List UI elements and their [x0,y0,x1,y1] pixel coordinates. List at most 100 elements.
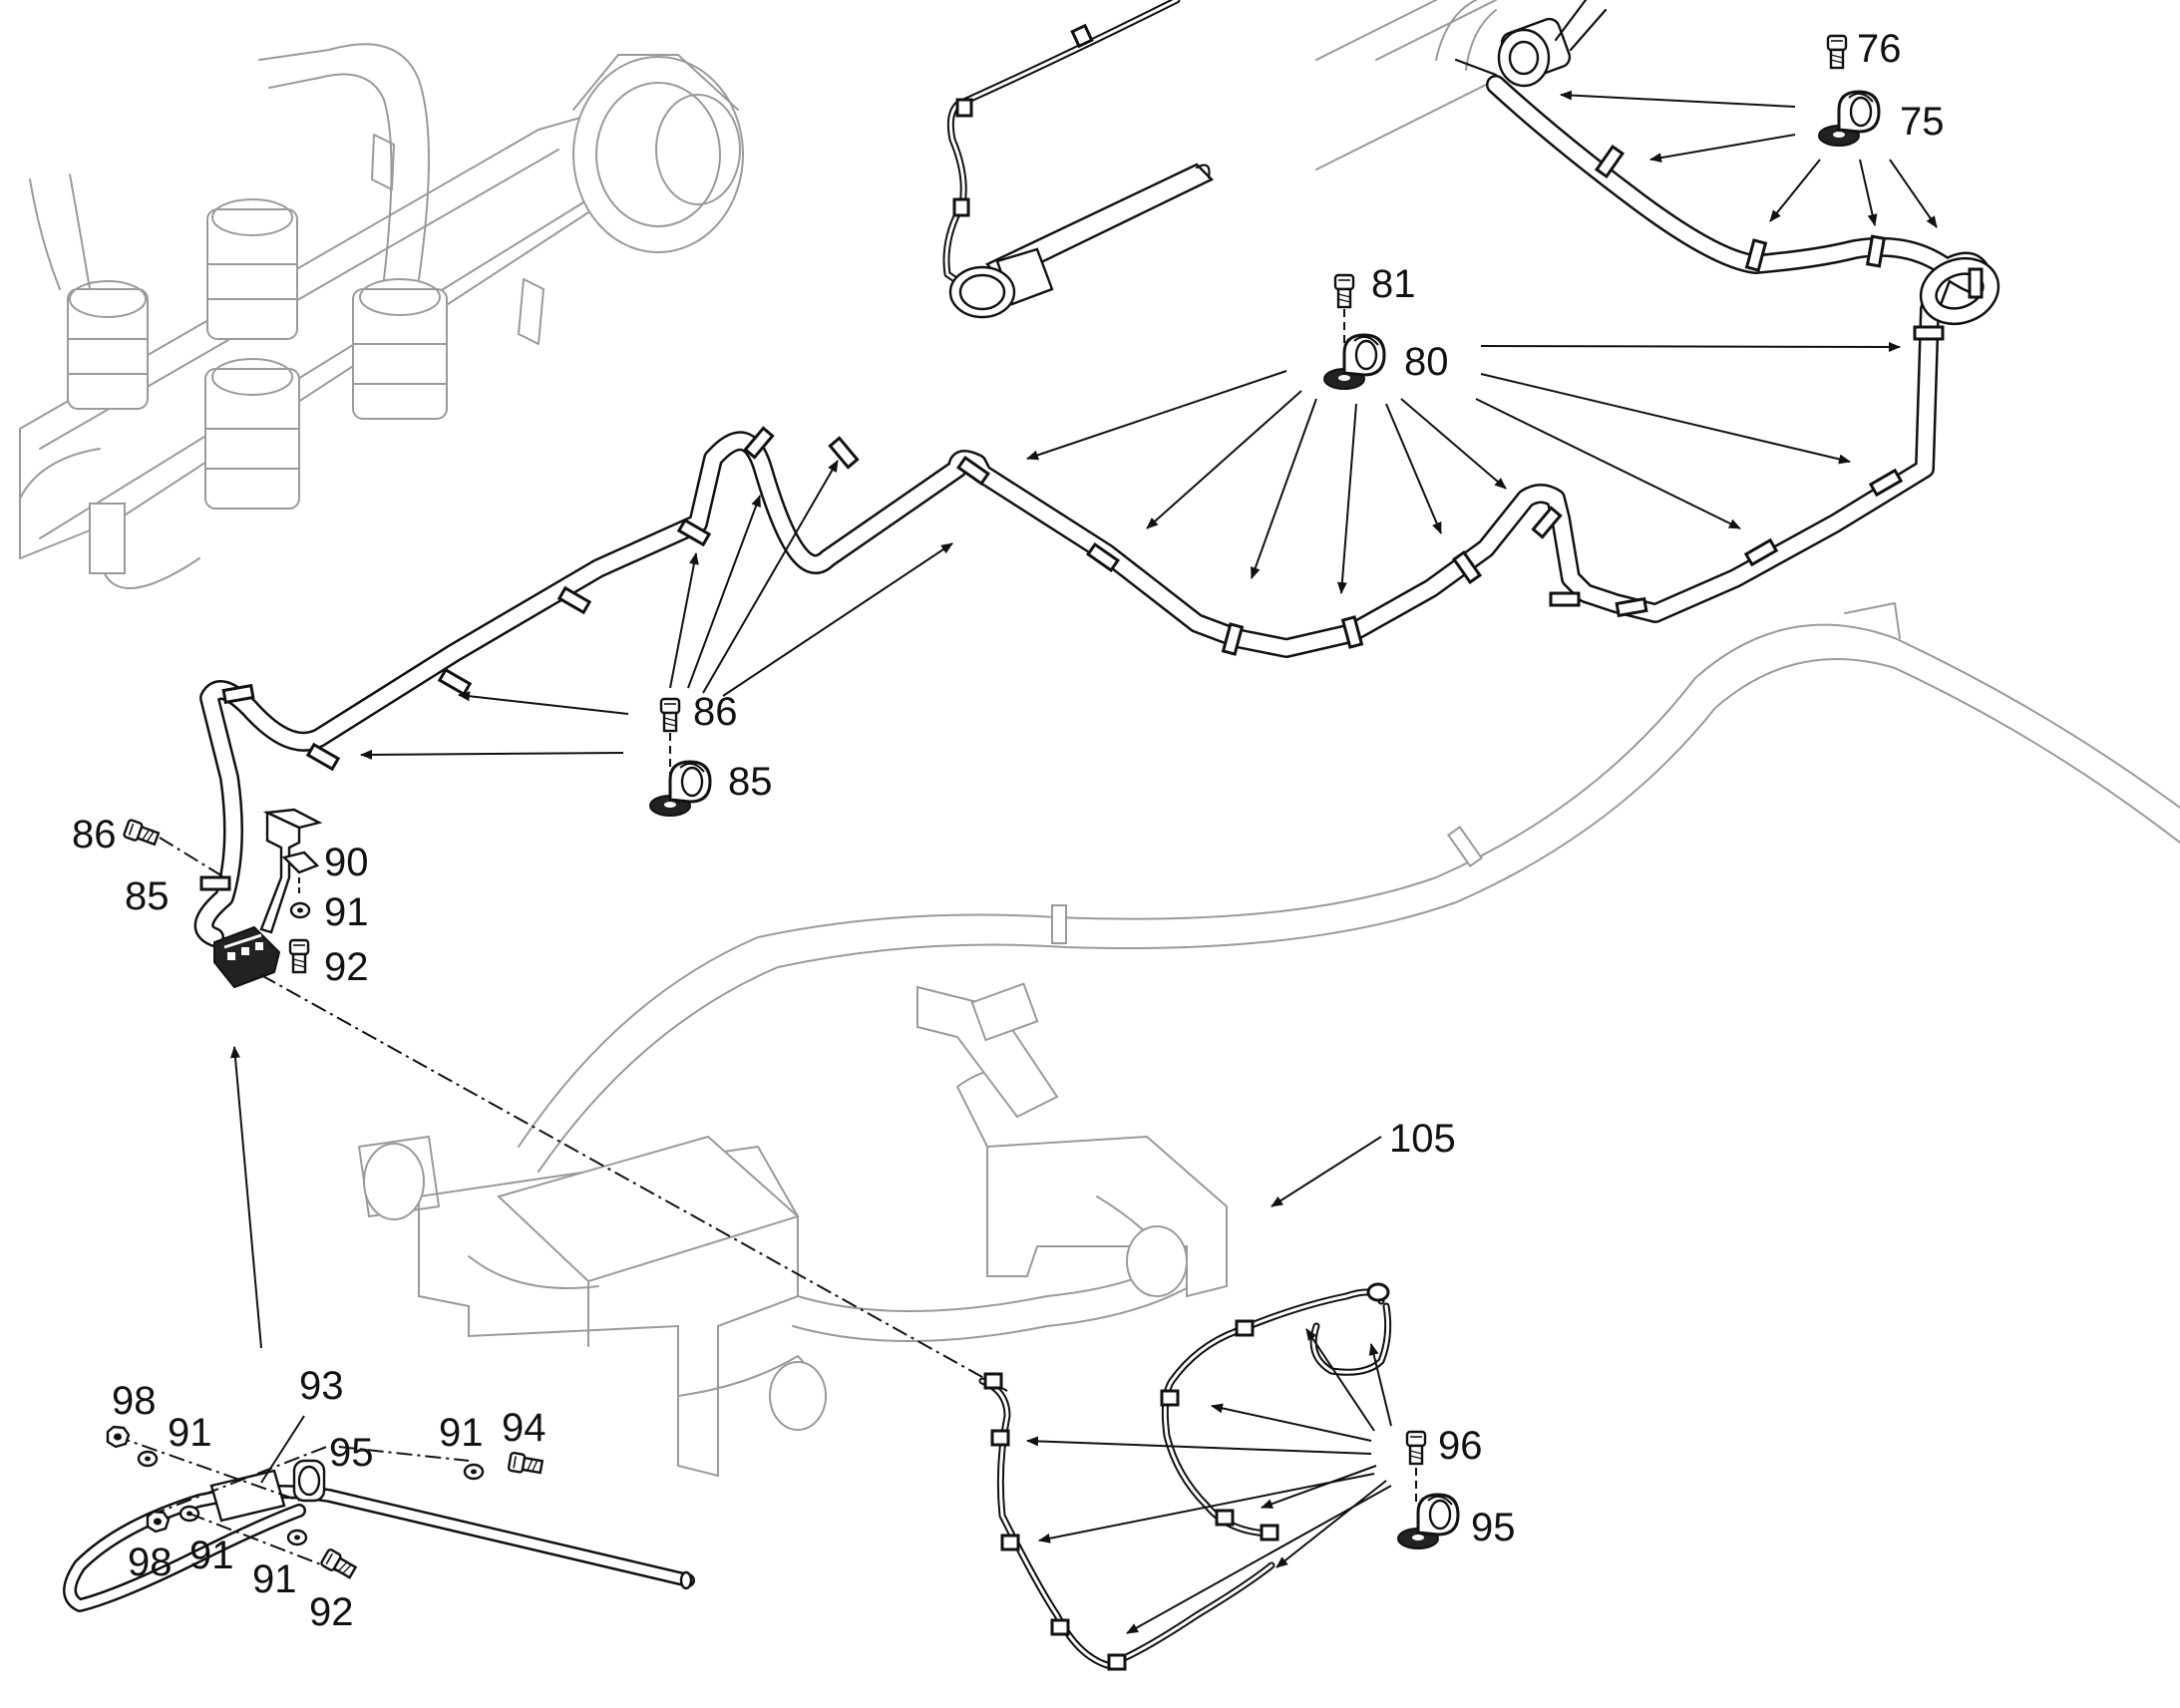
callout-105: 105 [1389,1117,1456,1161]
bolt-icon [659,697,681,733]
ghost-pump-assembly [358,1135,1208,1478]
part-96-bolt [1405,1430,1427,1466]
washer-icon [286,1529,308,1546]
part-91-washer-b [137,1450,159,1468]
part-92-bolt-b [319,1547,359,1581]
harness-cable [978,1282,1392,1671]
clamp-4 [1968,267,1984,299]
bracket-assembly-left [122,808,323,974]
callout-86-left: 86 [72,813,117,856]
nut-icon [146,1510,171,1534]
bolt-icon [288,938,310,974]
callout-80: 80 [1404,340,1449,384]
part-91-washer-a [289,901,311,919]
centerline-bottom-2 [149,1444,470,1517]
ghost-manifold-assembly [19,43,744,589]
p-clamp-icon [648,760,712,818]
washer-icon [289,901,311,919]
part-98-nut-b [146,1510,171,1534]
washer-icon [463,1463,485,1481]
part-81-bolt [1333,273,1355,309]
leader-arrows [229,90,1938,1634]
connector-block [213,925,281,989]
bracket-icon [259,811,301,934]
callout-85-center: 85 [728,760,773,804]
clamp-8 [1615,596,1648,618]
ghost-flange-3 [204,358,300,510]
ghost-flange-1 [67,280,149,410]
callout-91-right: 91 [439,1411,484,1455]
clamp-2 [1744,238,1768,272]
part-91-washer-e [286,1529,308,1546]
part-91-washer-c [463,1463,485,1481]
p-clamp-icon [1817,90,1881,148]
bolt-icon [319,1547,359,1581]
callout-85-left: 85 [125,874,170,918]
heater-element [948,163,1215,319]
callout-91-top: 91 [168,1411,212,1455]
clamp-21 [305,742,341,772]
clamp-7 [1743,537,1779,567]
callout-75: 75 [1900,100,1945,144]
hose-loop-right [1919,256,2000,326]
callout-92-bottom: 92 [309,1590,354,1634]
clamp-6 [1868,468,1904,498]
ghost-flange-2 [206,198,298,340]
callout-96: 96 [1438,1424,1483,1468]
part-95-p-clamp [1396,1493,1460,1550]
clamp-18 [676,517,712,547]
clamp-17 [743,426,775,460]
ghost-flange-4 [352,278,448,420]
bracket-icon [209,1469,286,1523]
ghost-upper-fitting [1315,0,1497,171]
fitting-top [1454,0,1608,88]
callout-92-left: 92 [324,945,369,989]
part-85-p-clamp [648,760,712,818]
hose-clamps [199,145,1984,891]
part-93-bracket [209,1469,286,1523]
bolt-icon [1333,273,1355,309]
clamp-15 [956,455,990,487]
callout-76: 76 [1857,27,1902,71]
callout-86-center: 86 [693,690,738,734]
bolt-icon [507,1451,545,1478]
ghost-bracket-assembly [916,982,1228,1298]
ghost-long-hose [518,602,2180,1173]
callout-95-right: 95 [1471,1506,1516,1549]
callout-81: 81 [1371,262,1416,306]
clamp-20 [437,667,473,697]
part-75-p-clamp [1817,90,1881,148]
p-clamp-icon [1396,1493,1460,1550]
nut-icon [106,1425,131,1449]
part-95-clamp-bottom [292,1459,326,1503]
clamp-10 [1531,506,1563,539]
callout-95-bottom: 95 [329,1431,374,1475]
part-86-bolt [659,697,681,733]
bolt-icon [1405,1430,1427,1466]
clamp-5 [1913,325,1945,341]
clamp-3 [1865,234,1887,268]
callout-98-bottom: 98 [128,1540,173,1584]
part-86-bolt-side [122,818,162,849]
washer-icon [137,1450,159,1468]
callout-91-bottom-left: 91 [189,1534,234,1577]
part-92-bolt-a [288,938,310,974]
callout-90: 90 [324,841,369,884]
callout-98-top: 98 [112,1379,157,1423]
part-90-bracket [259,808,323,934]
bolt-icon [122,818,162,849]
bolt-icon [1826,34,1848,70]
callout-93: 93 [299,1364,344,1408]
callout-94: 94 [502,1406,546,1450]
clamp-14 [1086,541,1120,573]
part-80-p-clamp [1322,333,1386,391]
callout-labels: 76 75 81 80 86 85 86 85 90 91 92 105 96 … [72,27,1945,1634]
clamp-12 [1340,615,1364,649]
clamp-11 [1451,550,1483,584]
clamp-23 [199,875,231,891]
clamp-1 [1594,145,1626,178]
callout-91-bottom-right: 91 [252,1557,297,1601]
sensor-cable [942,0,1181,288]
part-94-bolt [507,1451,545,1478]
